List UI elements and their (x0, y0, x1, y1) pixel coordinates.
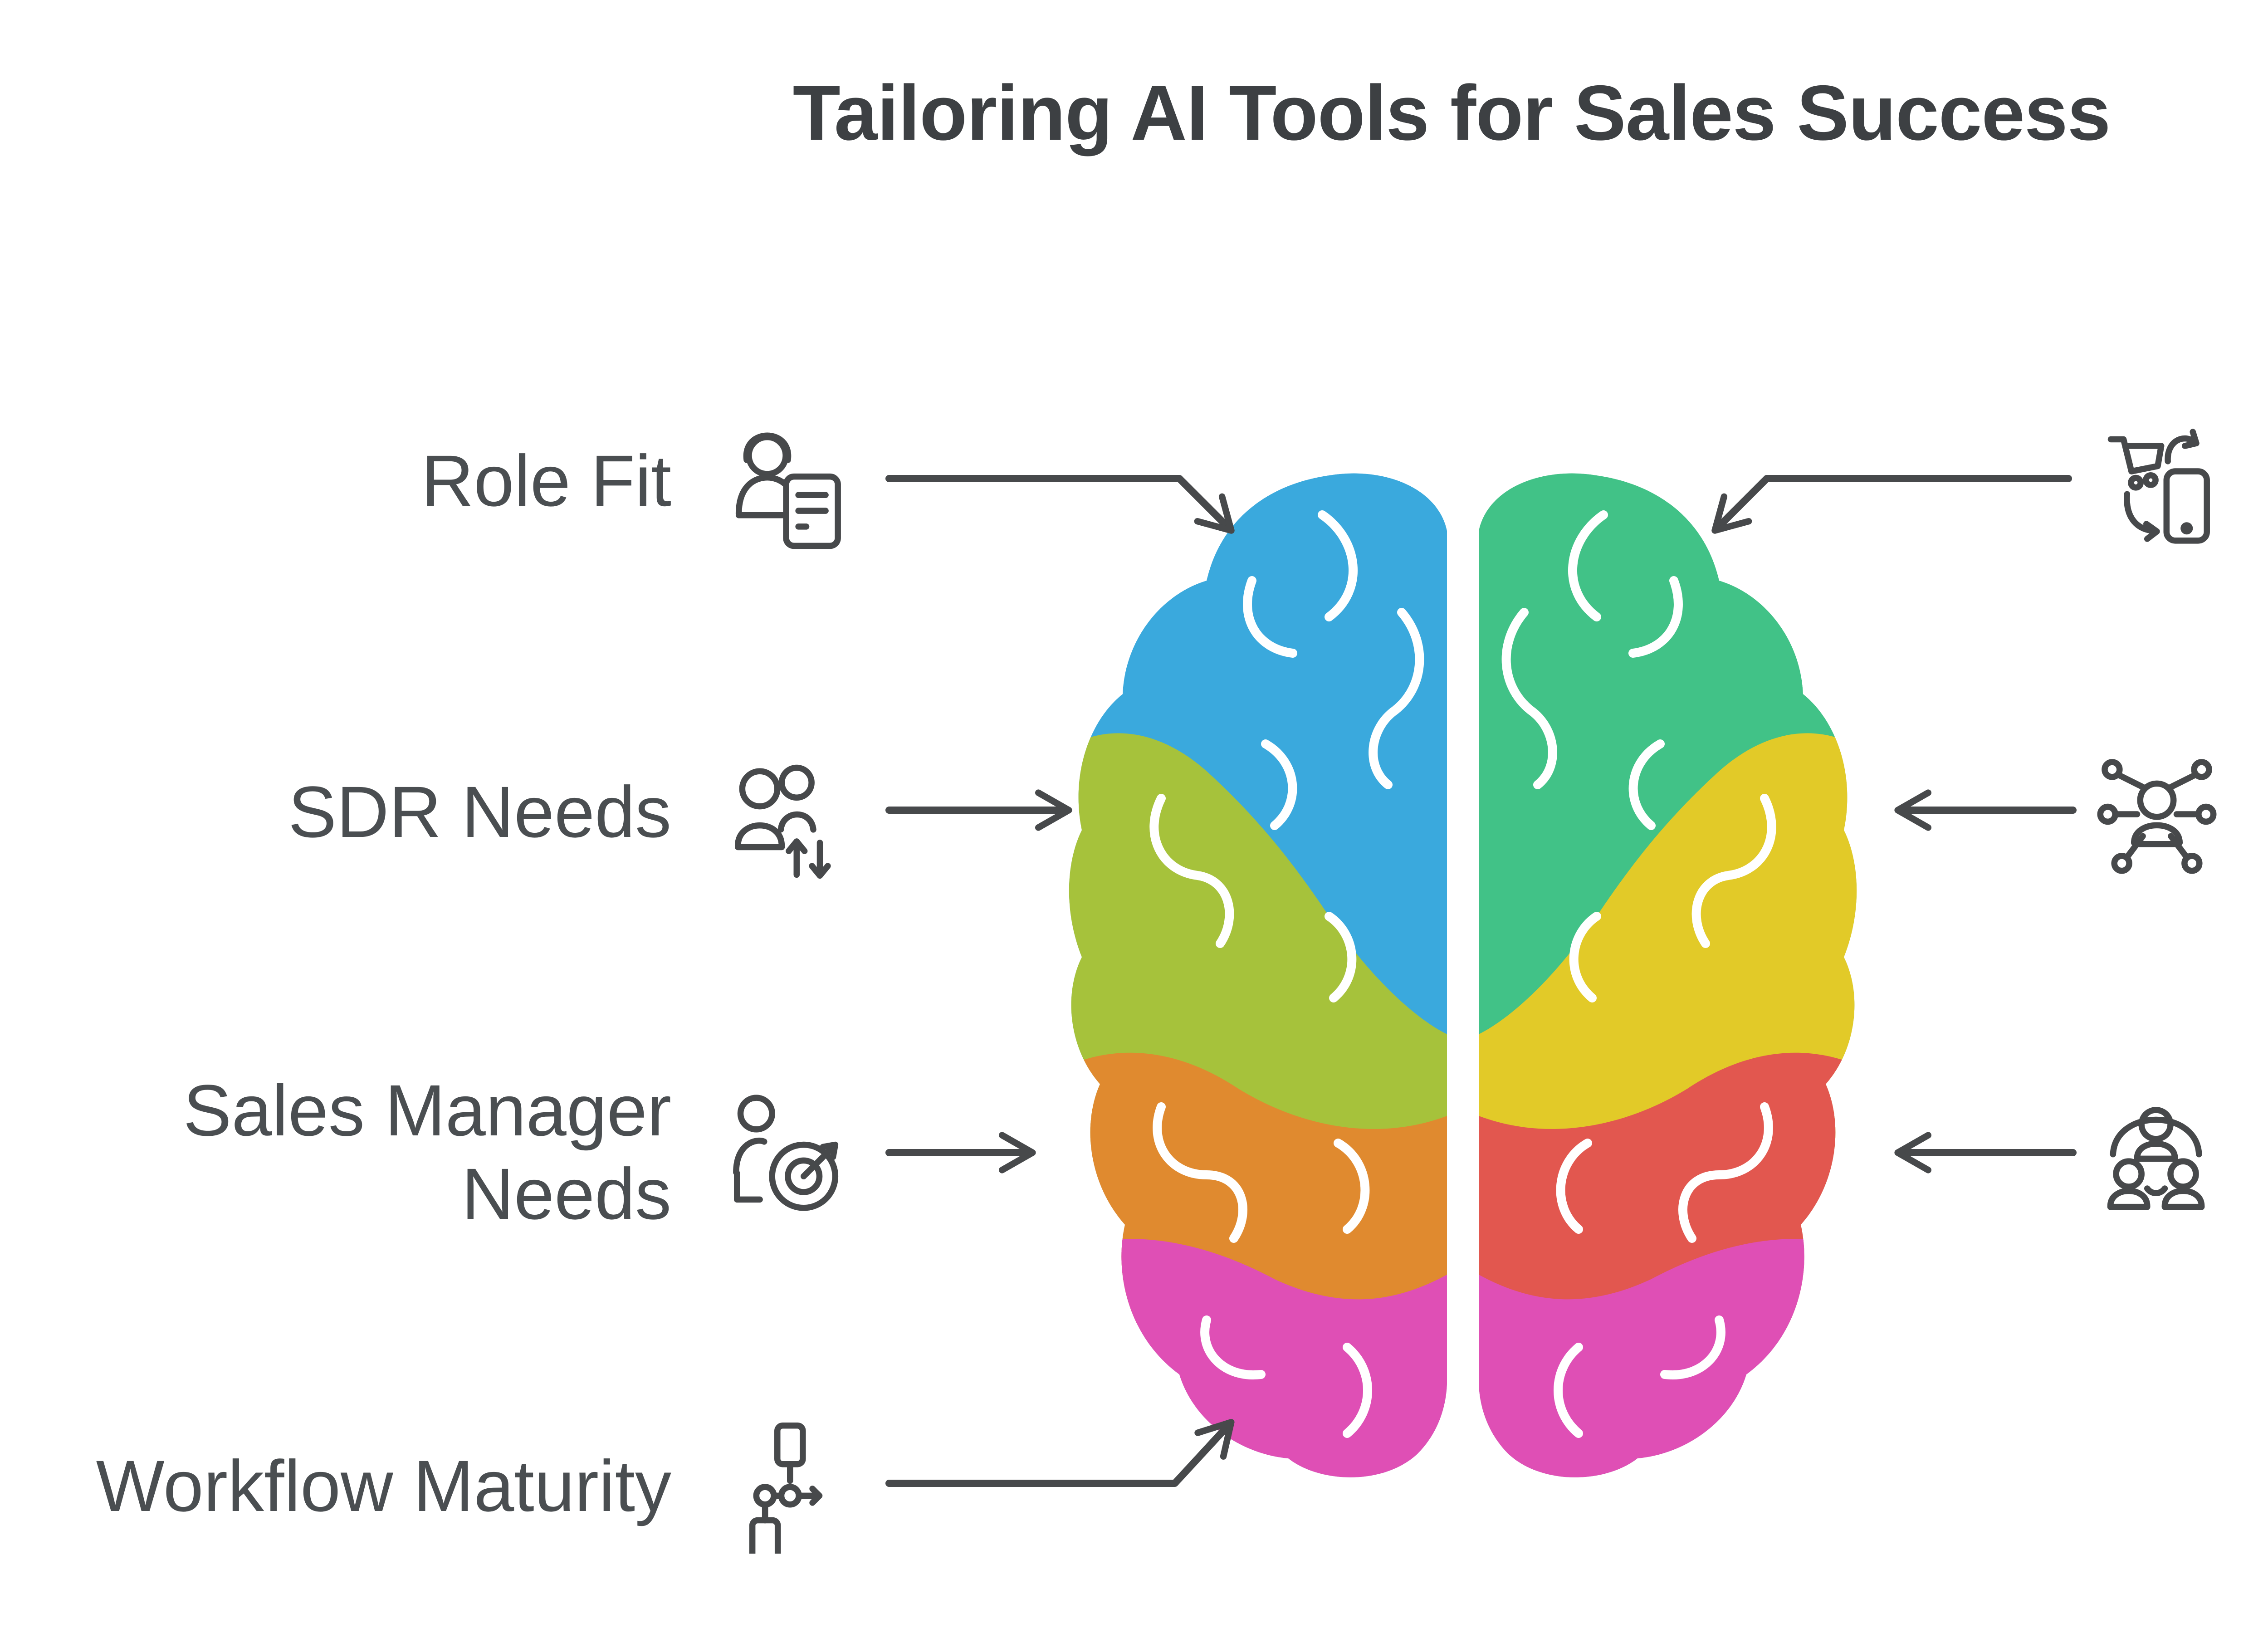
label-sales-manager-needs: Sales Manager Needs (183, 1070, 671, 1234)
arrow-role-fit (885, 475, 1235, 534)
person-profile-card-icon (735, 432, 841, 549)
flowchart-icon (749, 1422, 823, 1554)
brain-right-hemisphere (1479, 473, 1869, 1483)
page-title: Tailoring AI Tools for Sales Success (792, 69, 2111, 156)
team-hierarchy-icon (2107, 1107, 2205, 1210)
arrow-workflow-maturity (885, 1419, 1235, 1487)
label-sdr-needs: SDR Needs (288, 771, 671, 852)
label-workflow-maturity: Workflow Maturity (96, 1445, 671, 1526)
person-network-icon (2097, 759, 2217, 874)
brain-illustration (1057, 463, 1869, 1486)
label-role-fit: Role Fit (421, 440, 671, 521)
arrow-sales-manager-needs (885, 1132, 1036, 1173)
cart-phone-swap-icon (2107, 429, 2210, 544)
people-sort-arrows-icon (734, 764, 831, 879)
arrow-workflow-reality (1711, 475, 2072, 534)
arrow-ae-needs (1894, 789, 2077, 831)
brain-left-hemisphere (1057, 473, 1447, 1483)
arrow-sdr-needs (885, 789, 1072, 831)
arrow-team-size (1894, 1132, 2077, 1173)
person-target-icon (733, 1095, 839, 1211)
